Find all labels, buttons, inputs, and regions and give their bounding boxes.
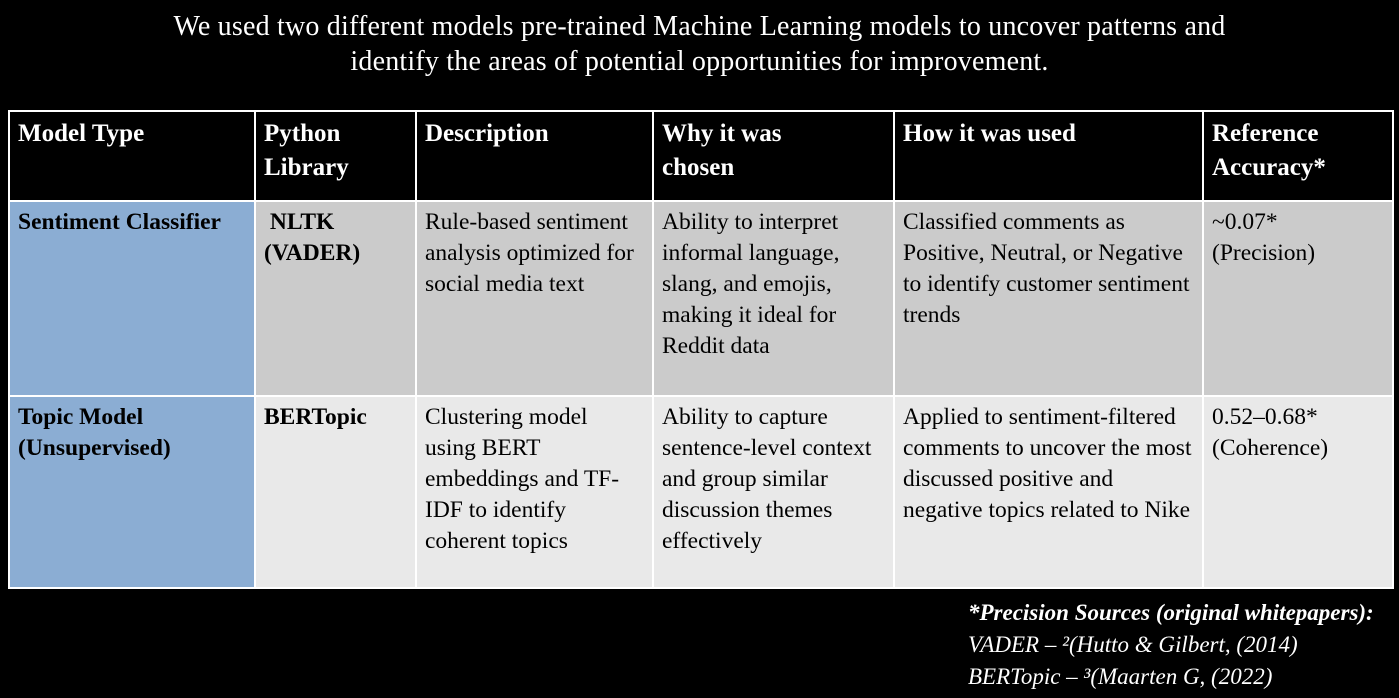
- table-header-row: Model Type Python Library Description Wh…: [8, 110, 1394, 202]
- column-header-reference-accuracy: Reference Accuracy*: [1202, 110, 1394, 202]
- table-row-topic-model: Topic Model (Unsupervised) BERTopic Clus…: [8, 395, 1394, 589]
- slide-title: We used two different models pre-trained…: [0, 9, 1399, 79]
- slide-title-line-2: identify the areas of potential opportun…: [350, 46, 1049, 77]
- cell-model-type: Sentiment Classifier: [8, 200, 256, 397]
- cell-why-chosen: Ability to capture sentence-level contex…: [652, 395, 895, 589]
- slide-title-line-1: We used two different models pre-trained…: [173, 11, 1226, 42]
- cell-how-used: Classified comments as Positive, Neutral…: [893, 200, 1204, 397]
- cell-reference-accuracy: ~0.07* (Precision): [1202, 200, 1394, 397]
- cell-description: Clustering model using BERT embeddings a…: [415, 395, 654, 589]
- column-header-model-type: Model Type: [8, 110, 256, 202]
- cell-how-used: Applied to sentiment-filtered comments t…: [893, 395, 1204, 589]
- footnote-sources-heading: *Precision Sources (original whitepapers…: [968, 600, 1374, 625]
- models-table-container: Model Type Python Library Description Wh…: [8, 110, 1394, 589]
- table-row-sentiment-classifier: Sentiment Classifier NLTK (VADER) Rule-b…: [8, 200, 1394, 397]
- cell-reference-accuracy: 0.52–0.68* (Coherence): [1202, 395, 1394, 589]
- column-header-how-used: How it was used: [893, 110, 1204, 202]
- cell-description: Rule-based sentiment analysis optimized …: [415, 200, 654, 397]
- cell-python-library: BERTopic: [254, 395, 417, 589]
- footnote: *Precision Sources (original whitepapers…: [968, 597, 1388, 693]
- footnote-vader-citation: VADER – ²(Hutto & Gilbert, (2014): [968, 632, 1298, 657]
- models-table: Model Type Python Library Description Wh…: [8, 110, 1394, 589]
- column-header-python-library: Python Library: [254, 110, 417, 202]
- cell-python-library: NLTK (VADER): [254, 200, 417, 397]
- cell-model-type: Topic Model (Unsupervised): [8, 395, 256, 589]
- cell-why-chosen: Ability to interpret informal language, …: [652, 200, 895, 397]
- column-header-description: Description: [415, 110, 654, 202]
- column-header-why-chosen: Why it was chosen: [652, 110, 895, 202]
- footnote-bertopic-citation: BERTopic – ³(Maarten G, (2022): [968, 664, 1273, 689]
